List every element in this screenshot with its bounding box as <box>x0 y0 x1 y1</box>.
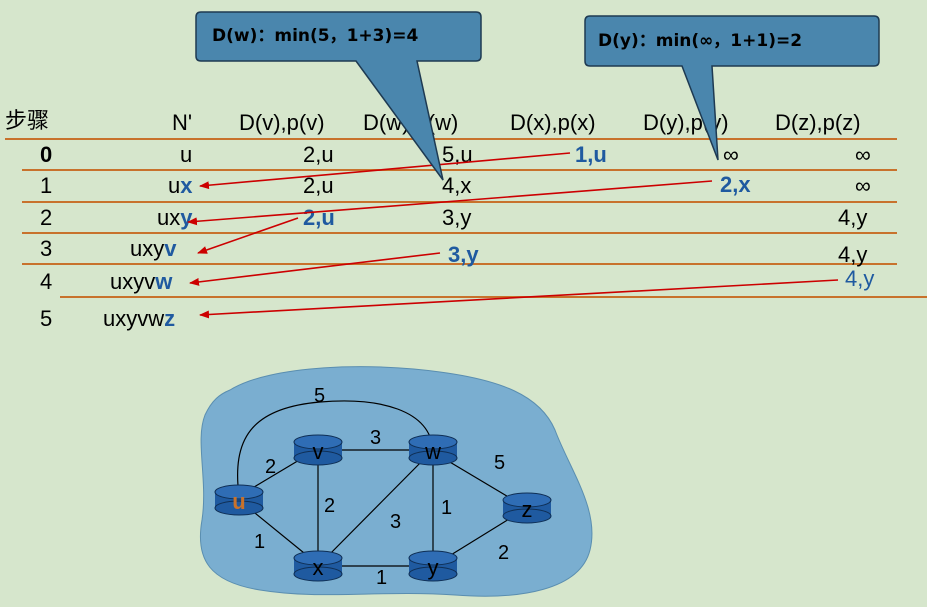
callout-dw-text: D(w)：min(5，1+3)=4 <box>212 26 419 46</box>
cost-w-y: 1 <box>441 497 452 519</box>
dz-row-4: 4,y <box>845 266 874 291</box>
dx-row-0: 1,u <box>575 142 607 167</box>
dv-row-1: 2,u <box>303 173 334 198</box>
step-1: 1 <box>40 173 52 198</box>
step-header: 步骤 <box>5 108 49 133</box>
column-header-x: D(x),p(x) <box>510 110 596 135</box>
cost-u-x: 1 <box>254 531 265 553</box>
cost-x-y: 1 <box>376 567 387 589</box>
dw-row-3: 3,y <box>448 242 479 267</box>
arrow-y-to-row2 <box>187 180 713 226</box>
edge-u-w <box>237 400 434 497</box>
n-prime-0: u <box>180 142 192 167</box>
edge-x-w <box>317 451 432 567</box>
column-header-n: N' <box>172 110 192 135</box>
node-label-y: y <box>428 555 439 580</box>
cost-v-w: 3 <box>370 427 381 449</box>
router-x: x <box>293 550 343 582</box>
network-blob <box>199 366 593 597</box>
column-header-z: D(z),p(z) <box>775 110 861 135</box>
cost-x-w: 3 <box>390 511 401 533</box>
callout-dy: D(y)：min(∞，1+1)=2 <box>584 15 880 161</box>
step-4: 4 <box>40 269 52 294</box>
router-z: z <box>502 492 552 524</box>
step-3: 3 <box>40 236 52 261</box>
dy-row-0: ∞ <box>723 142 739 167</box>
node-label-w: w <box>424 439 441 464</box>
column-header-v: D(v),p(v) <box>239 110 325 135</box>
dw-row-2: 3,y <box>442 205 471 230</box>
step-2: 2 <box>40 205 52 230</box>
node-label-u: u <box>232 489 245 514</box>
cost-w-z: 5 <box>494 452 505 474</box>
router-y: y <box>408 550 458 582</box>
step-0: 0 <box>40 142 52 167</box>
dy-row-1: 2,x <box>720 172 751 197</box>
table-row-lines <box>5 138 927 298</box>
dw-column: 5,u 4,x 3,y 3,y <box>442 142 479 267</box>
arrow-x-to-row1 <box>199 152 571 190</box>
router-w: w <box>408 434 458 466</box>
dv-row-0: 2,u <box>303 142 334 167</box>
dx-column: 1,u <box>575 142 607 167</box>
n-prime-5: uxyvwz <box>103 306 175 331</box>
callout-dw: D(w)：min(5，1+3)=4 <box>195 11 482 181</box>
cost-v-x: 2 <box>324 495 335 517</box>
n-prime-4: uxyvw <box>110 269 173 294</box>
node-label-x: x <box>313 555 324 580</box>
cost-y-z: 2 <box>498 542 509 564</box>
node-label-v: v <box>313 439 324 464</box>
router-u: u <box>214 484 264 516</box>
dy-column: ∞ 2,x <box>720 142 751 197</box>
router-v: v <box>293 434 343 466</box>
arrow-w-to-row4 <box>189 252 441 286</box>
cost-u-w: 5 <box>314 385 325 407</box>
dz-row-3: 4,y <box>838 242 867 267</box>
edge-costs: 2 1 5 3 2 3 1 1 5 2 <box>254 385 509 589</box>
node-label-z: z <box>522 497 533 522</box>
arrow-v-to-row3 <box>197 217 299 254</box>
dz-column: ∞ ∞ 4,y 4,y 4,y <box>838 142 874 291</box>
n-prime-column: u ux uxy uxyv uxyvw uxyvwz <box>103 142 193 331</box>
dv-column: 2,u 2,u 2,u <box>303 142 335 230</box>
step-column: 0 1 2 3 4 5 <box>40 142 52 331</box>
dz-row-0: ∞ <box>855 142 871 167</box>
callout-dy-text: D(y)：min(∞，1+1)=2 <box>598 31 802 51</box>
n-prime-1: ux <box>168 173 193 198</box>
arrow-z-to-row5 <box>199 279 839 319</box>
dv-row-2: 2,u <box>303 205 335 230</box>
update-arrows <box>187 152 839 319</box>
network-diagram: 2 1 5 3 2 3 1 1 5 2 u v w <box>199 366 593 597</box>
n-prime-2: uxy <box>157 205 193 230</box>
dz-row-1: ∞ <box>855 173 871 198</box>
dz-row-2: 4,y <box>838 205 867 230</box>
cost-u-v: 2 <box>265 456 276 478</box>
dw-row-1: 4,x <box>442 173 471 198</box>
step-5: 5 <box>40 306 52 331</box>
n-prime-3: uxyv <box>130 236 177 261</box>
